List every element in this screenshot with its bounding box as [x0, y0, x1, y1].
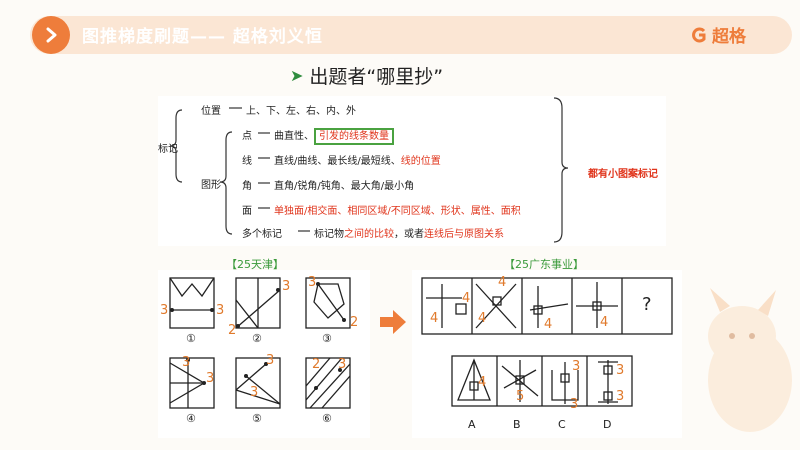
svg-text:2: 2	[312, 357, 320, 372]
face-row: 单独面/相交面、相同区域/不同区域、形状、属性、面积	[274, 202, 521, 217]
point-text: 曲直性、	[274, 131, 314, 142]
svg-text:3: 3	[250, 385, 258, 400]
question-mark: ?	[642, 294, 652, 315]
figure-number-2: ②	[252, 332, 262, 345]
multi-text-1: 标记物	[314, 229, 344, 240]
svg-text:4: 4	[462, 291, 470, 306]
side-note: 都有小图案标记	[588, 169, 658, 180]
position-values: 上、下、左、右、内、外	[246, 106, 356, 117]
svg-text:3: 3	[182, 355, 190, 370]
play-icon[interactable]	[32, 16, 70, 54]
svg-text:3: 3	[160, 303, 168, 318]
svg-text:3: 3	[338, 357, 346, 372]
svg-text:3: 3	[572, 359, 580, 374]
figure-number-4: ④	[186, 412, 196, 425]
svg-text:4: 4	[478, 375, 486, 390]
subtitle-text: 出题者“哪里抄”	[309, 66, 444, 88]
bullet-arrow-icon: ➤	[290, 66, 304, 85]
svg-text:3: 3	[570, 397, 578, 412]
svg-text:3: 3	[282, 279, 290, 294]
multi-red-2: 连线后与原图关系	[424, 229, 504, 240]
multi-text-2: ，或者	[394, 229, 424, 240]
tianjin-puzzle-panel: 【25天津】	[158, 258, 370, 438]
svg-text:3: 3	[206, 371, 214, 386]
svg-text:3: 3	[216, 303, 224, 318]
title-banner	[30, 16, 792, 54]
line-red: 线的位置	[400, 156, 441, 167]
tree-root-label: 标记	[158, 144, 178, 155]
section-subtitle: ➤ 出题者“哪里抄”	[290, 62, 443, 89]
brand-logo-text: 超格	[712, 27, 746, 47]
point-label: 点	[242, 131, 252, 142]
svg-text:5: 5	[516, 389, 524, 404]
position-label: 位置	[201, 106, 221, 117]
option-d[interactable]: D	[603, 418, 612, 431]
option-a[interactable]: A	[468, 418, 476, 431]
svg-text:2: 2	[228, 323, 236, 338]
figure-number-1: ①	[186, 332, 196, 345]
tianjin-title: 【25天津】	[226, 258, 284, 271]
svg-text:4: 4	[478, 311, 486, 326]
svg-text:4: 4	[544, 317, 552, 332]
point-highlight: 引发的线条数量	[314, 128, 394, 145]
angle-label: 角	[242, 181, 252, 192]
option-c[interactable]: C	[558, 418, 566, 431]
face-label: 面	[242, 206, 252, 217]
figure-number-6: ⑥	[322, 412, 332, 425]
multi-row: 标记物之间的比较，或者连线后与原图关系	[314, 225, 504, 240]
point-row: 曲直性、引发的线条数量	[274, 127, 394, 145]
figure-number-5: ⑤	[252, 412, 262, 425]
svg-text:4: 4	[600, 315, 608, 330]
line-label: 线	[242, 156, 252, 167]
shape-label: 图形	[201, 180, 221, 191]
brand-logo-icon	[692, 27, 706, 42]
svg-text:3: 3	[616, 389, 624, 404]
right-arrow-icon	[380, 310, 406, 334]
mascot-illustration	[708, 288, 792, 432]
multi-red-1: 之间的比较	[344, 229, 394, 240]
svg-text:4: 4	[430, 311, 438, 326]
figure-number-3: ③	[322, 332, 332, 345]
option-b[interactable]: B	[513, 418, 521, 431]
line-row: 直线/曲线、最长线/最短线、线的位置	[274, 152, 441, 167]
face-red: 单独面/相交面、相同区域/不同区域、形状、属性、面积	[274, 206, 521, 217]
angle-text: 直角/锐角/钝角、最大角/最小角	[274, 181, 415, 192]
svg-text:3: 3	[266, 353, 274, 368]
header: 图推梯度刷题—— 超格刘义恒 超格	[0, 0, 800, 64]
svg-text:4: 4	[498, 275, 506, 290]
svg-text:2: 2	[350, 315, 358, 330]
guangdong-title: 【25广东事业】	[504, 258, 584, 271]
guangdong-puzzle-panel: 【25广东事业】	[412, 258, 682, 438]
page-title: 图推梯度刷题—— 超格刘义恒	[82, 27, 323, 47]
svg-text:3: 3	[616, 363, 624, 378]
brand-logo: 超格	[690, 22, 746, 47]
svg-text:3: 3	[308, 275, 316, 290]
multi-label: 多个标记	[242, 229, 282, 240]
line-text: 直线/曲线、最长线/最短线、	[274, 156, 401, 167]
marker-summary-tree: 标记 位置 上、下、左、右、内、外 图形 点 曲直性、引发的线条数量 线 直线/…	[158, 96, 666, 246]
tree-brackets	[169, 97, 569, 243]
